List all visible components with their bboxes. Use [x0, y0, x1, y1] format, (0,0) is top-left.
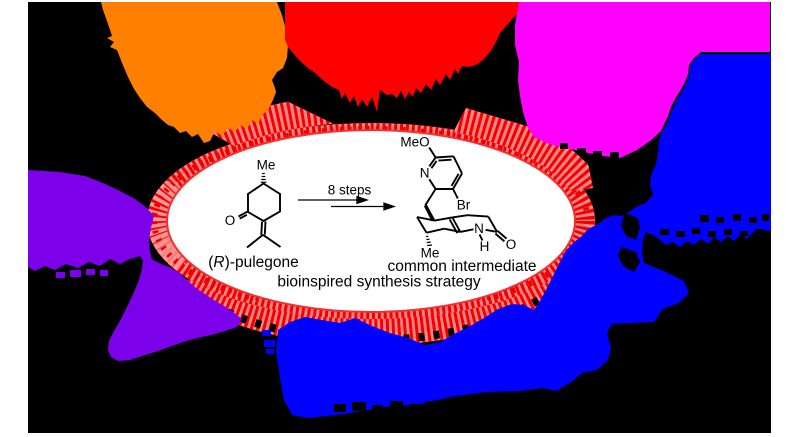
svg-text:Me: Me [257, 158, 276, 173]
svg-text:N: N [474, 221, 484, 236]
svg-text:Me: Me [421, 246, 440, 261]
svg-text:common intermediate: common intermediate [387, 258, 536, 275]
svg-text:H: H [480, 239, 490, 254]
svg-text:MeO: MeO [400, 135, 429, 150]
svg-text:8 steps: 8 steps [328, 183, 372, 198]
svg-text:O: O [506, 237, 517, 252]
svg-text:bioinspired synthesis strategy: bioinspired synthesis strategy [277, 274, 481, 291]
svg-text:N: N [420, 166, 430, 181]
svg-text:Br: Br [457, 198, 471, 213]
svg-text:O: O [225, 213, 236, 228]
svg-text:(R)-pulegone: (R)-pulegone [208, 254, 298, 271]
